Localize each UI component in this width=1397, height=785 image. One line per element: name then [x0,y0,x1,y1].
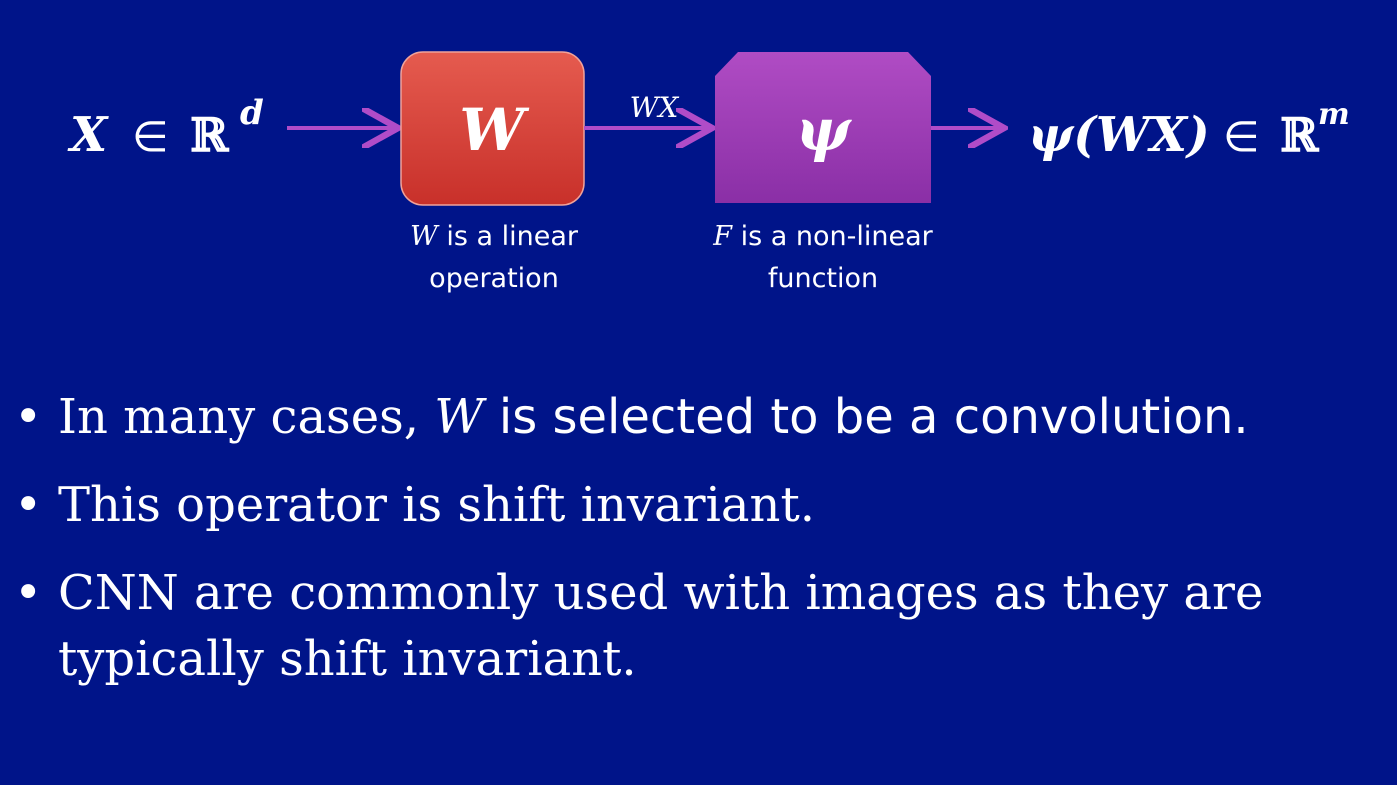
caption-psi-line2: function [767,263,879,294]
psi-block: ψ [715,52,931,203]
w-block: W [400,51,585,206]
bullet-3-text: CNN are commonly used with images as the… [58,565,1264,687]
caption-w: W is a linear operation [392,216,596,300]
caption-psi-line1-text: is a non-linear [732,221,933,252]
input-label: X ∈ ℝ d [67,93,264,163]
arrow-label-wx: WX [630,91,680,124]
caption-w-line1: W is a linear [392,216,596,258]
output-label: ψ(WX) ∈ ℝ m [1028,97,1350,163]
caption-w-line2: operation [429,263,559,294]
bullet-dot-icon: • [14,477,43,533]
output-member-symbol: ∈ [1223,112,1260,161]
output-space-symbol: ℝ [1280,108,1320,162]
bullet-item-1: • In many cases, W is selected to be a c… [0,384,1397,450]
output-expression: ψ(WX) [1028,107,1210,163]
input-var: X [67,107,109,163]
caption-psi: F is a non-linear function [694,216,952,300]
bullet-list: • In many cases, W is selected to be a c… [0,384,1397,714]
bullet-item-2: • This operator is shift invariant. [0,472,1397,538]
input-member-symbol: ∈ [132,112,169,161]
bullet-dot-icon: • [14,565,43,621]
bullet-item-3: • CNN are commonly used with images as t… [0,560,1388,692]
output-superscript: m [1318,97,1350,132]
caption-w-var: W [410,221,438,252]
bullet-1-var: W [434,389,484,445]
diagram: X ∈ ℝ d W WX ψ ψ(WX) ∈ ℝ m [67,51,1350,206]
bullet-1-after: is selected to be a convolution. [483,389,1249,445]
input-superscript: d [240,93,264,133]
caption-psi-var: F [713,221,732,252]
bullet-1-before: In many cases, [58,389,435,445]
psi-block-symbol: ψ [796,96,853,164]
input-space-symbol: ℝ [190,108,230,162]
caption-psi-line1: F is a non-linear [694,216,952,258]
bullet-dot-icon: • [14,389,43,445]
w-block-symbol: W [459,96,529,164]
caption-w-line1-text: is a linear [437,221,578,252]
bullet-2-text: This operator is shift invariant. [58,477,815,533]
